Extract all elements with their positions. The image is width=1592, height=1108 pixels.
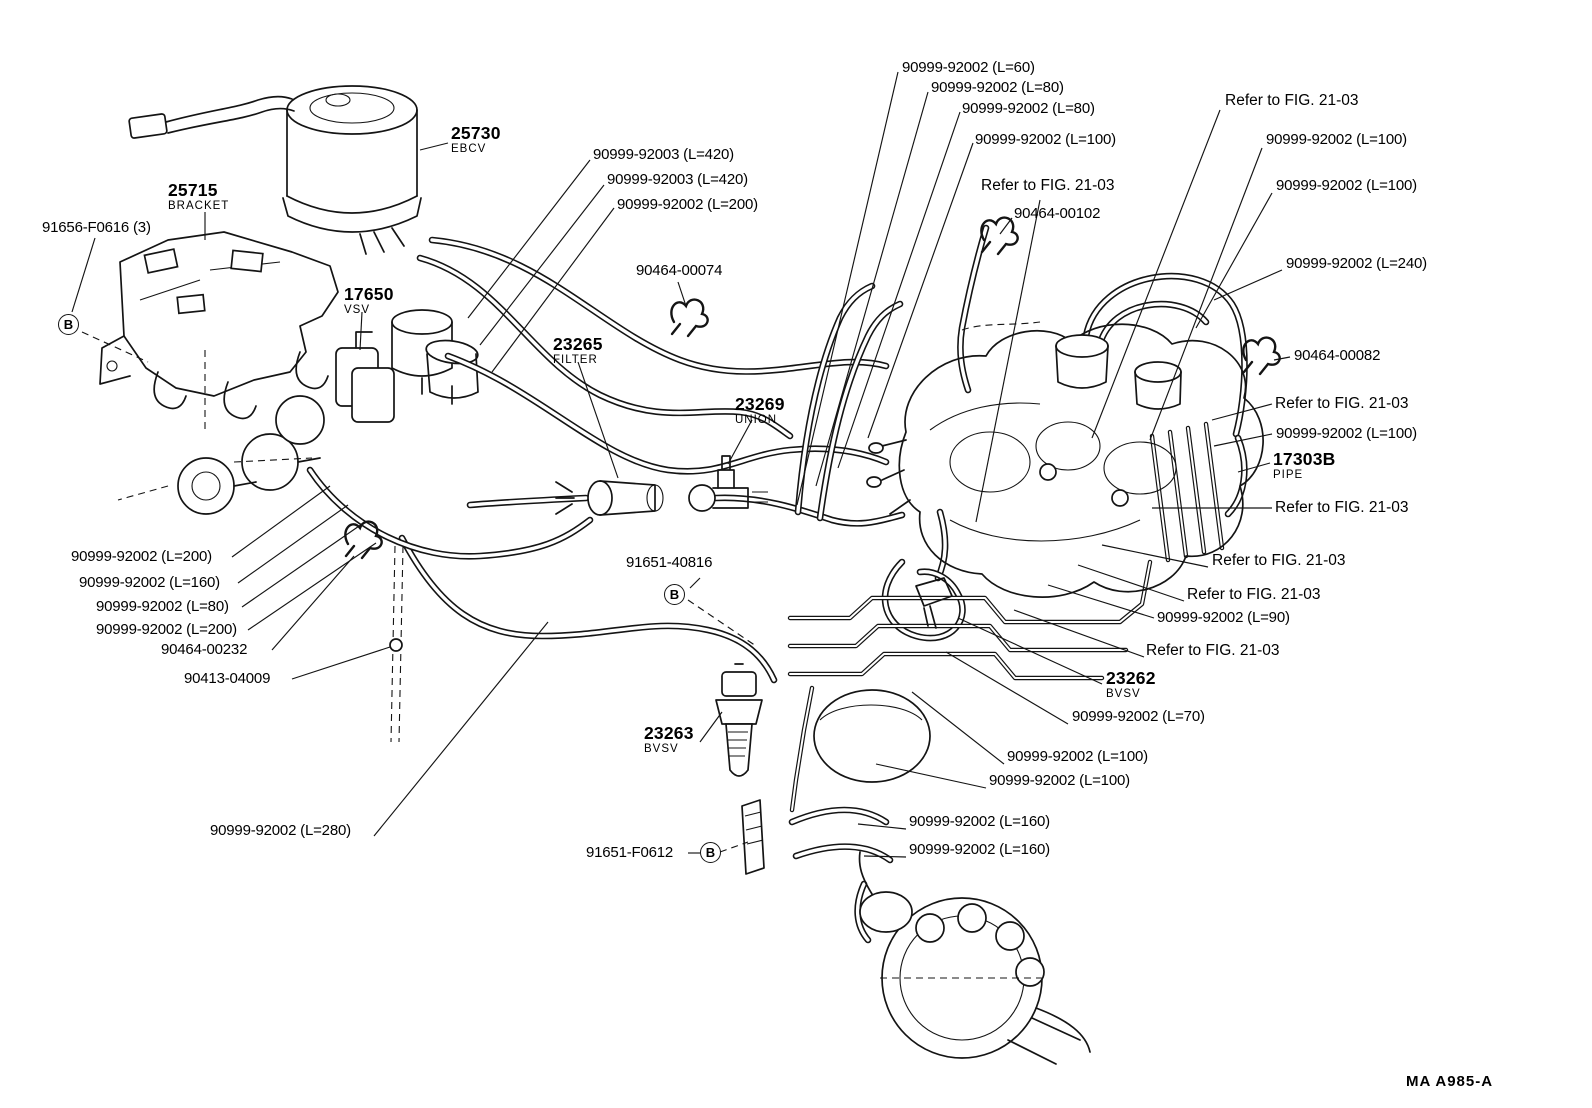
part-number: 23269 [735,394,785,414]
part-name: BVSV [644,742,679,755]
part-number: 25730 [451,123,501,143]
hose-code-label: 90999-92002 (L=200) [96,621,237,638]
part-number: 23262 [1106,668,1156,688]
part-callout-pipe-17303b: 17303B PIPE [1273,450,1336,481]
detail-symbol-b: B [664,584,685,605]
metal-pipes-drawing [787,559,1153,813]
hose-code-label: 90999-92002 (L=200) [71,548,212,565]
part-callout-bracket: 25715 BRACKET [168,181,229,212]
part-number: 23265 [553,334,603,354]
hose-clamps-drawing [344,216,1281,560]
refer-fig-label: Refer to FIG. 21-03 [1275,499,1409,516]
hose-code-label: 90999-92002 (L=160) [909,813,1050,830]
hose-code-label: 90999-92002 (L=100) [1007,748,1148,765]
hose-code-label: 90999-92002 (L=80) [96,598,229,615]
screw-code-label: 91656-F0616 (3) [42,219,151,236]
detail-symbol-b: B [700,842,721,863]
engine-manifold-drawing [866,321,1264,598]
hose-code-label: 90999-92002 (L=100) [1276,425,1417,442]
hose-code-label: 90999-92002 (L=280) [210,822,351,839]
hose-code-label: 90999-92002 (L=80) [962,100,1095,117]
refer-fig-label: Refer to FIG. 21-03 [1212,552,1346,569]
refer-fig-label: Refer to FIG. 21-03 [1187,586,1321,603]
hose-code-label: 90999-92003 (L=420) [607,171,748,188]
part-name: VSV [344,303,371,316]
bracket-drawing [99,231,339,430]
hose-code-label: 90999-92002 (L=100) [1276,177,1417,194]
hose-code-label: 90999-92003 (L=420) [593,146,734,163]
hose-code-label: 90999-92002 (L=70) [1072,708,1205,725]
hose-code-label: 90999-92002 (L=100) [989,772,1130,789]
part-number: 23263 [644,723,694,743]
part-name: FILTER [553,353,598,366]
part-callout-vsv: 17650 VSV [344,285,394,316]
refer-fig-label: Refer to FIG. 21-03 [1225,92,1359,109]
part-callout-ebcv: 25730 EBCV [451,124,501,155]
part-name: BVSV [1106,687,1141,700]
hose-code-label: 90999-92002 (L=160) [909,841,1050,858]
detail-symbol-b: B [58,314,79,335]
clamp-code-label: 90464-00232 [161,641,248,658]
hose-code-label: 90999-92002 (L=100) [1266,131,1407,148]
ebcv-canister-drawing [128,85,422,255]
filter-union-drawing [555,455,768,516]
part-callout-bvsv-23263: 23263 BVSV [644,724,694,755]
hoses-drawing [306,224,1248,944]
bvsv-23263-drawing [715,663,763,777]
solenoid-valves-drawing [117,395,325,515]
hose-code-label: 90999-92002 (L=100) [975,131,1116,148]
hose-code-label: 90999-92002 (L=200) [617,196,758,213]
clamp-code-label: 90464-00102 [1014,205,1101,222]
part-number: 17650 [344,284,394,304]
refer-fig-label: Refer to FIG. 21-03 [1275,395,1409,412]
pipe-17303b-drawing [1149,421,1225,563]
vsv-drawing [335,309,479,423]
grommet-code-label: 91651-F0612 [586,844,674,861]
refer-fig-label: Refer to FIG. 21-03 [981,177,1115,194]
part-callout-union: 23269 UNION [735,395,785,426]
part-name: PIPE [1273,468,1304,481]
hose-code-label: 90999-92002 (L=90) [1157,609,1290,626]
part-name: UNION [735,413,778,426]
part-name: EBCV [451,142,487,155]
part-callout-filter: 23265 FILTER [553,335,603,366]
bvsv-23262-drawing [915,577,953,629]
part-number: 17303B [1273,449,1336,469]
part-name: BRACKET [168,199,230,212]
drawing-code: MA A985-A [1406,1073,1494,1090]
grommet-code-label: 91651-40816 [626,554,713,571]
refer-fig-label: Refer to FIG. 21-03 [1146,642,1280,659]
clamp-code-label: 90464-00082 [1294,347,1381,364]
hose-code-label: 90999-92002 (L=160) [79,574,220,591]
part-number: 25715 [168,180,218,200]
hose-code-label: 90999-92002 (L=60) [902,59,1035,76]
distributor-drawing [858,851,1091,1065]
valve-code-label: 90413-04009 [184,670,271,687]
part-callout-bvsv-23262: 23262 BVSV [1106,669,1156,700]
hose-code-label: 90999-92002 (L=80) [931,79,1064,96]
clamp-code-label: 90464-00074 [636,262,723,279]
leader-lines [71,71,1291,858]
bottom-canister-drawing [741,689,931,875]
hose-code-label: 90999-92002 (L=240) [1286,255,1427,272]
